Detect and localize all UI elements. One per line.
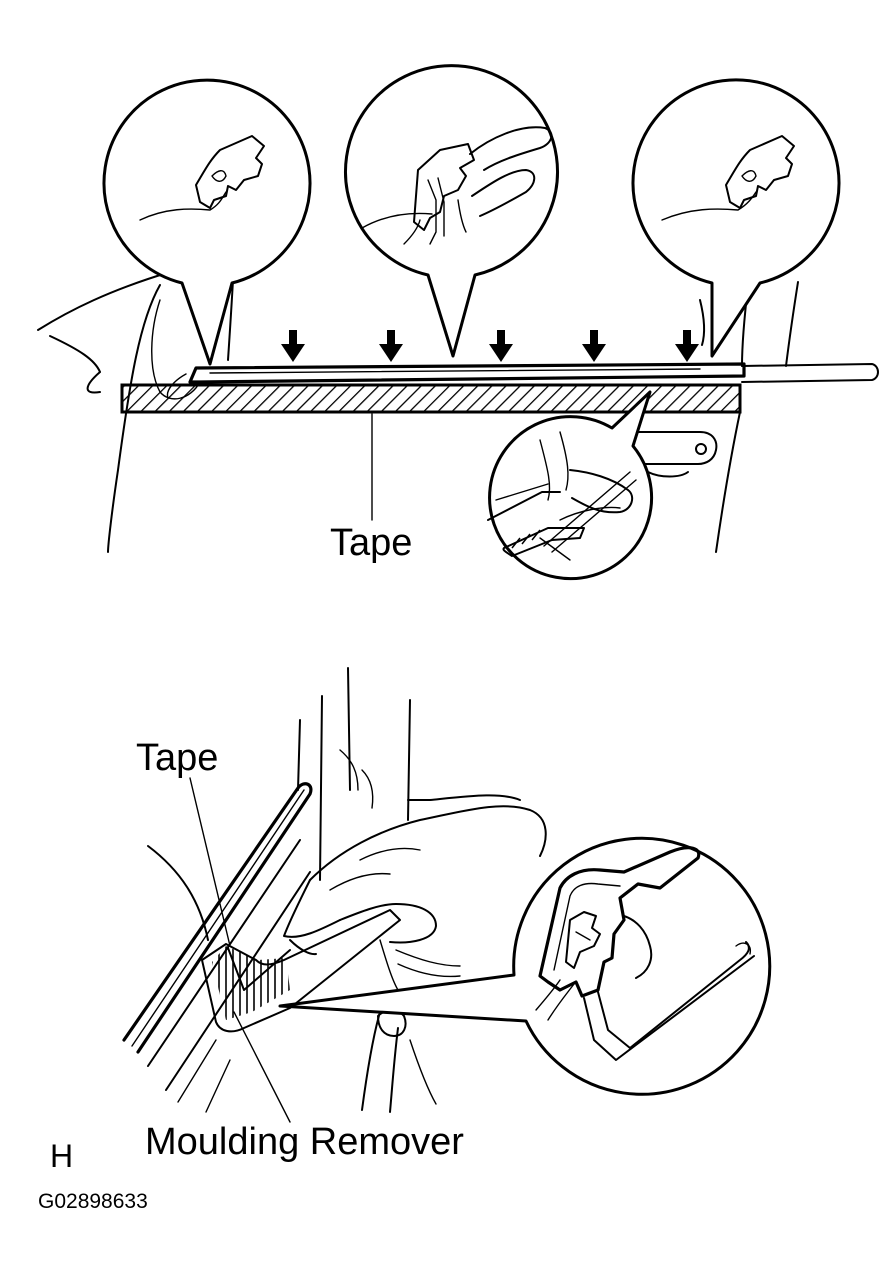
view-letter: H [50, 1138, 73, 1174]
arrow-5-icon [675, 330, 699, 362]
moulding-remover-label: Moulding Remover [145, 1121, 464, 1163]
arrow-1-icon [281, 330, 305, 362]
arrow-4-icon [582, 330, 606, 362]
figure-code: G02898633 [38, 1190, 148, 1213]
tape-bottom-leader [189, 777, 231, 947]
pillar-lines [147, 667, 411, 941]
bottom-illustration: Tape Moulding Remover [122, 667, 772, 1163]
top-illustration: Tape [37, 64, 879, 581]
arrow-3-icon [489, 330, 513, 362]
angled-moulding [122, 782, 313, 1113]
tape-top-label: Tape [330, 522, 412, 564]
callout-right-clip [631, 78, 841, 358]
press-arrows [281, 330, 699, 362]
callout-left-clip [102, 78, 312, 366]
hand [283, 794, 547, 1113]
arrow-2-icon [379, 330, 403, 362]
door-handle [627, 431, 718, 478]
moulding-remover-leader [233, 1011, 291, 1123]
vehicle-body-lines [37, 261, 879, 553]
moulding-remover-tool [201, 909, 401, 1033]
tape-bottom-label: Tape [136, 737, 218, 779]
callout-middle-clip [344, 64, 559, 358]
callout-moulding-section [278, 836, 772, 1096]
callout-tape-detail [487, 390, 653, 581]
